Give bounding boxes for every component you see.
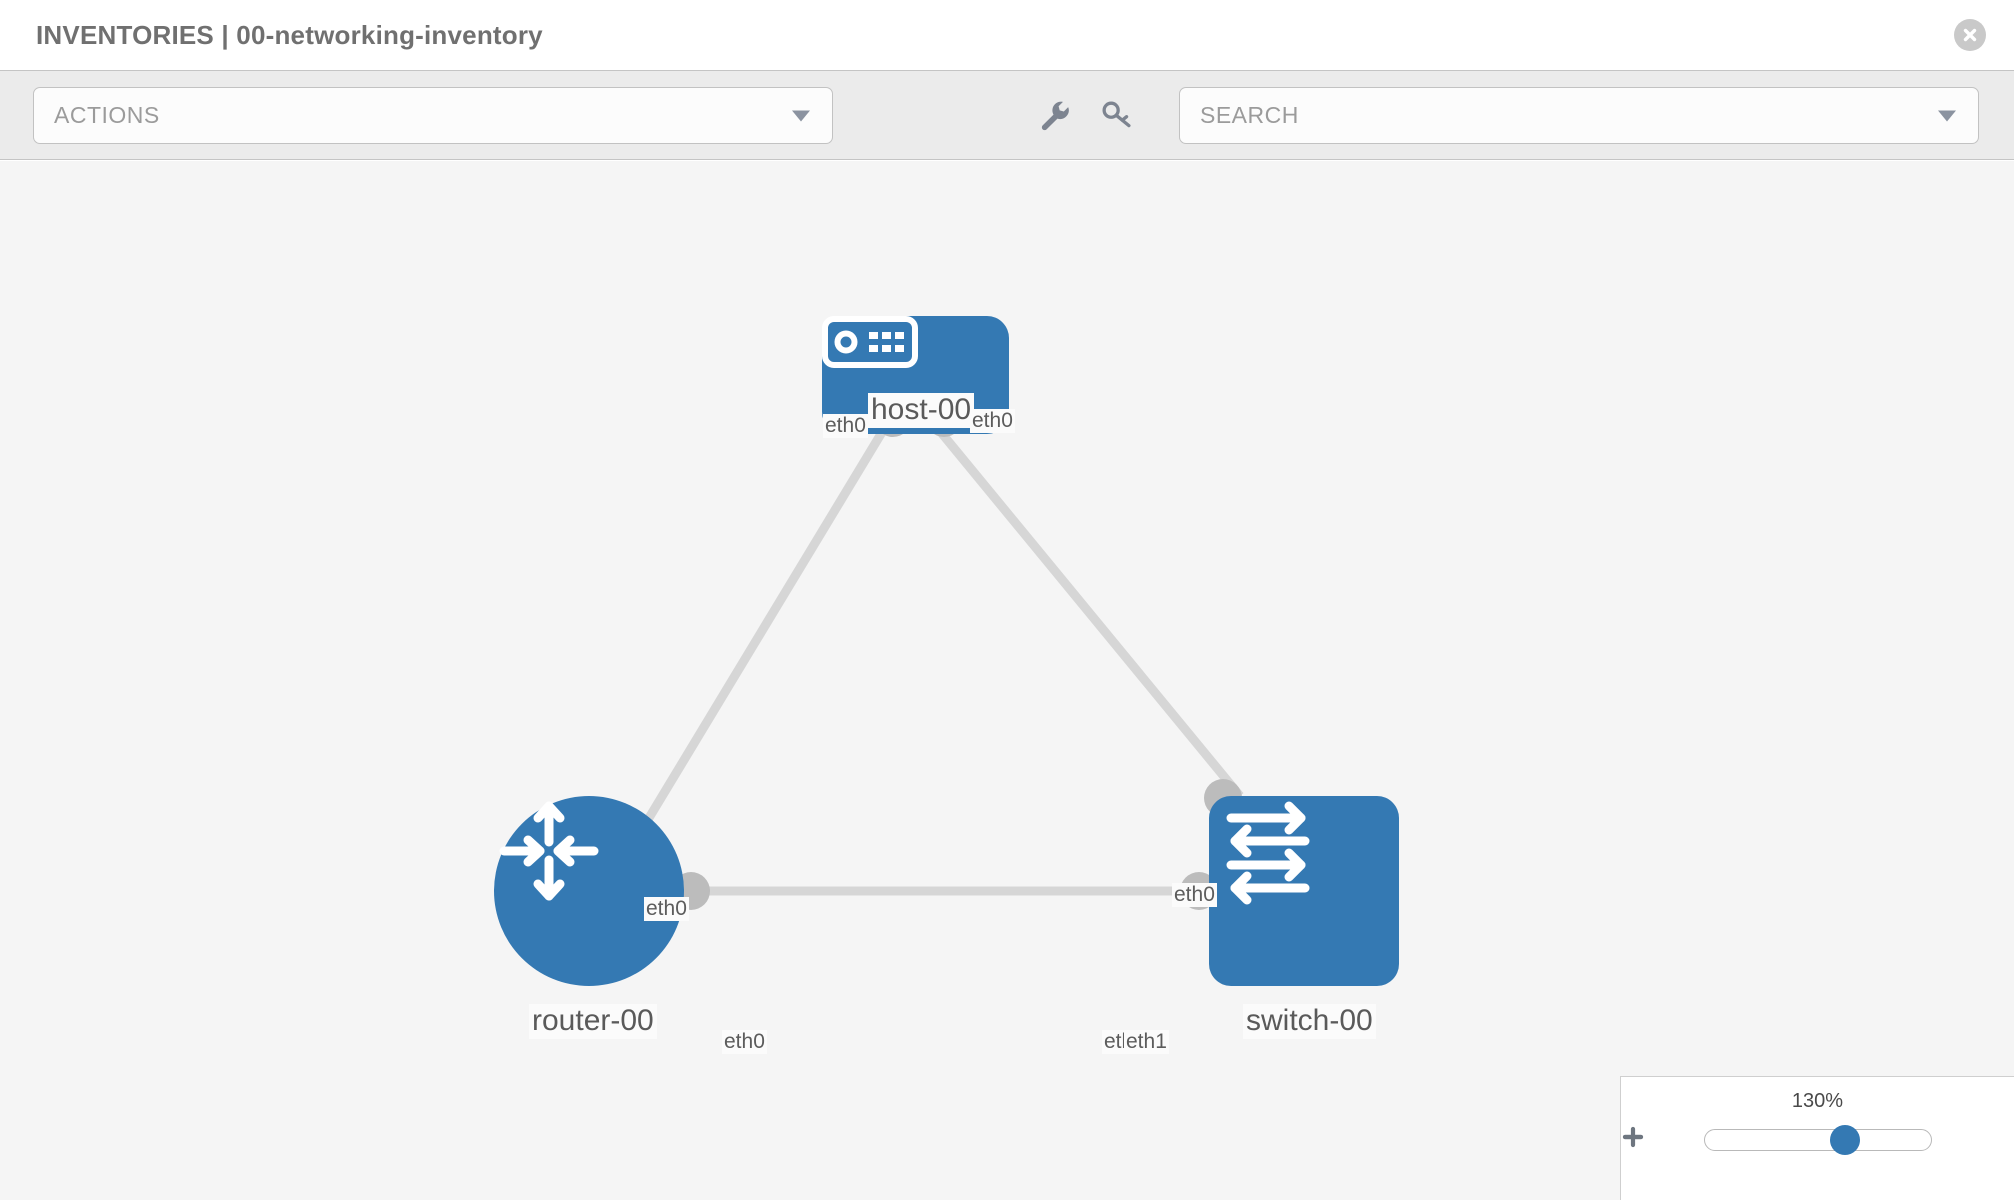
toolbar-icon-group: [1038, 98, 1134, 132]
toolbar: ACTIONS: [0, 70, 2014, 160]
chevron-down-icon[interactable]: [1938, 110, 1956, 121]
chevron-down-icon: [792, 110, 810, 121]
router-arrows-icon: [499, 801, 599, 901]
server-icon: [822, 316, 918, 368]
minus-icon[interactable]: [1622, 1125, 1688, 1155]
edge-label-host-right: eth0: [970, 409, 1015, 434]
edge-label-host-left: eth0: [823, 414, 868, 439]
topology-canvas[interactable]: host-00 eth0 eth0 router-00 eth0 eth0: [0, 161, 2014, 1200]
zoom-slider-row: [1621, 1125, 2014, 1155]
close-icon[interactable]: [1954, 19, 1986, 51]
node-router-00[interactable]: [494, 796, 684, 986]
actions-dropdown[interactable]: ACTIONS: [33, 87, 833, 144]
switch-arrows-icon: [1226, 801, 1310, 905]
edge-label-switch-left-b: eth1: [1124, 1030, 1169, 1055]
plus-icon[interactable]: [1622, 1125, 1978, 1155]
key-icon[interactable]: [1100, 98, 1134, 132]
page-title: INVENTORIES | 00-networking-inventory: [36, 19, 543, 50]
zoom-level-value: 130%: [1791, 1090, 1844, 1112]
page-header: INVENTORIES | 00-networking-inventory: [0, 0, 2014, 70]
node-switch-00[interactable]: [1209, 796, 1399, 986]
zoom-slider[interactable]: [1703, 1125, 1932, 1155]
node-label-switch-00: switch-00: [1243, 1004, 1376, 1039]
edge-label-router-upper: eth0: [644, 897, 689, 922]
actions-dropdown-label: ACTIONS: [54, 102, 160, 128]
zoom-slider-thumb[interactable]: [1829, 1125, 1860, 1155]
search-input[interactable]: [1200, 102, 1978, 129]
node-label-router-00: router-00: [529, 1004, 657, 1039]
node-label-host-00: host-00: [868, 393, 975, 428]
edge-label-router-right: eth0: [722, 1030, 767, 1055]
edge-label-switch-upper: eth0: [1172, 883, 1217, 908]
topology-edges: [622, 416, 1244, 896]
zoom-control-panel: 130%: [1620, 1076, 2014, 1200]
wrench-icon[interactable]: [1038, 98, 1072, 132]
search-box[interactable]: [1179, 87, 1979, 144]
